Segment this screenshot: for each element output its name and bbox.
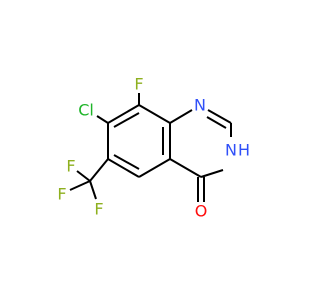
atom-labels: F Cl N N H O F F F	[57, 75, 250, 221]
bond-n1-c2-inner	[206, 116, 227, 129]
bond-c7-c8	[107, 104, 140, 124]
bond-n1-c2	[207, 109, 232, 124]
bond-cf3-f3	[89, 180, 97, 200]
bond-cf3-f1	[76, 170, 91, 182]
bond-n3-c4	[200, 169, 224, 178]
hydrogen-3-label: H	[238, 141, 250, 160]
bonds	[69, 93, 232, 202]
nitrogen-3-label: N	[225, 141, 237, 160]
bond-c7-cl	[96, 115, 109, 124]
bond-cf3-f2	[69, 180, 91, 191]
bond-c8a-n1	[169, 109, 193, 124]
bond-c6-cf3	[89, 158, 109, 182]
molecule-structure-diagram: F Cl N N H O F F F	[57, 75, 250, 221]
cf3-fluorine-1-label: F	[66, 157, 75, 176]
cf3-fluorine-3-label: F	[94, 200, 103, 219]
bond-c7-c8-inner	[113, 112, 140, 128]
bond-c4a-c5	[138, 158, 171, 178]
oxygen-label: O	[195, 202, 208, 221]
bond-c5-c6	[107, 158, 140, 178]
chlorine-label: Cl	[78, 101, 94, 120]
fluorine-label: F	[134, 75, 143, 94]
bond-c8-c8a	[138, 104, 171, 124]
bond-c5-c6-inner	[113, 154, 140, 170]
nitrogen-1-label: N	[194, 96, 206, 115]
bond-c4-c4a	[169, 158, 202, 178]
cf3-fluorine-2-label: F	[57, 185, 66, 204]
